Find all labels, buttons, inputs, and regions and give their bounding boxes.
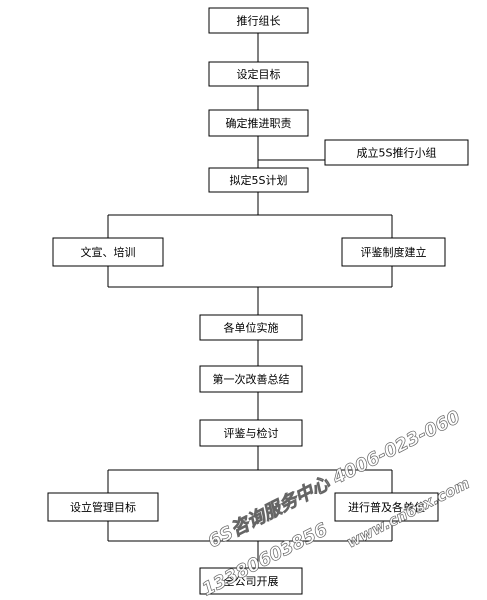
- step-unit-implementation: 各单位实施: [199, 314, 303, 341]
- step-first-improvement-summary-label: 第一次改善总结: [213, 372, 290, 386]
- step-set-goals: 设定目标: [208, 61, 309, 87]
- step-recommend-leader: 推行组长: [208, 7, 309, 34]
- step-promo-training-label: 文宣、培训: [81, 245, 136, 259]
- step-rollout-units: 进行普及各单位: [334, 492, 439, 522]
- step-draft-plan-label: 拟定5S计划: [230, 173, 288, 187]
- step-set-goals-label: 设定目标: [237, 67, 281, 81]
- step-promo-training: 文宣、培训: [52, 237, 164, 267]
- step-recommend-leader-label: 推行组长: [237, 14, 281, 28]
- step-unit-implementation-label: 各单位实施: [224, 321, 279, 335]
- step-first-improvement-summary: 第一次改善总结: [199, 365, 303, 393]
- step-evaluation-system-label: 评鉴制度建立: [361, 245, 427, 259]
- step-form-team-label: 成立5S推行小组: [357, 146, 437, 160]
- step-set-management-goals: 设立管理目标: [47, 492, 159, 522]
- step-draft-plan: 拟定5S计划: [208, 167, 309, 193]
- step-evaluation-review-label: 评鉴与检讨: [224, 426, 279, 440]
- step-define-duties: 确定推进职责: [208, 109, 309, 137]
- step-evaluation-review: 评鉴与检讨: [199, 419, 303, 447]
- step-company-wide-label: 全公司开展: [224, 574, 279, 588]
- step-rollout-units-label: 进行普及各单位: [348, 500, 425, 514]
- step-company-wide: 全公司开展: [199, 567, 303, 595]
- step-define-duties-label: 确定推进职责: [226, 116, 292, 130]
- connectors: [107, 33, 393, 568]
- step-form-team: 成立5S推行小组: [324, 139, 469, 166]
- step-evaluation-system: 评鉴制度建立: [341, 237, 446, 267]
- step-set-management-goals-label: 设立管理目标: [70, 500, 136, 514]
